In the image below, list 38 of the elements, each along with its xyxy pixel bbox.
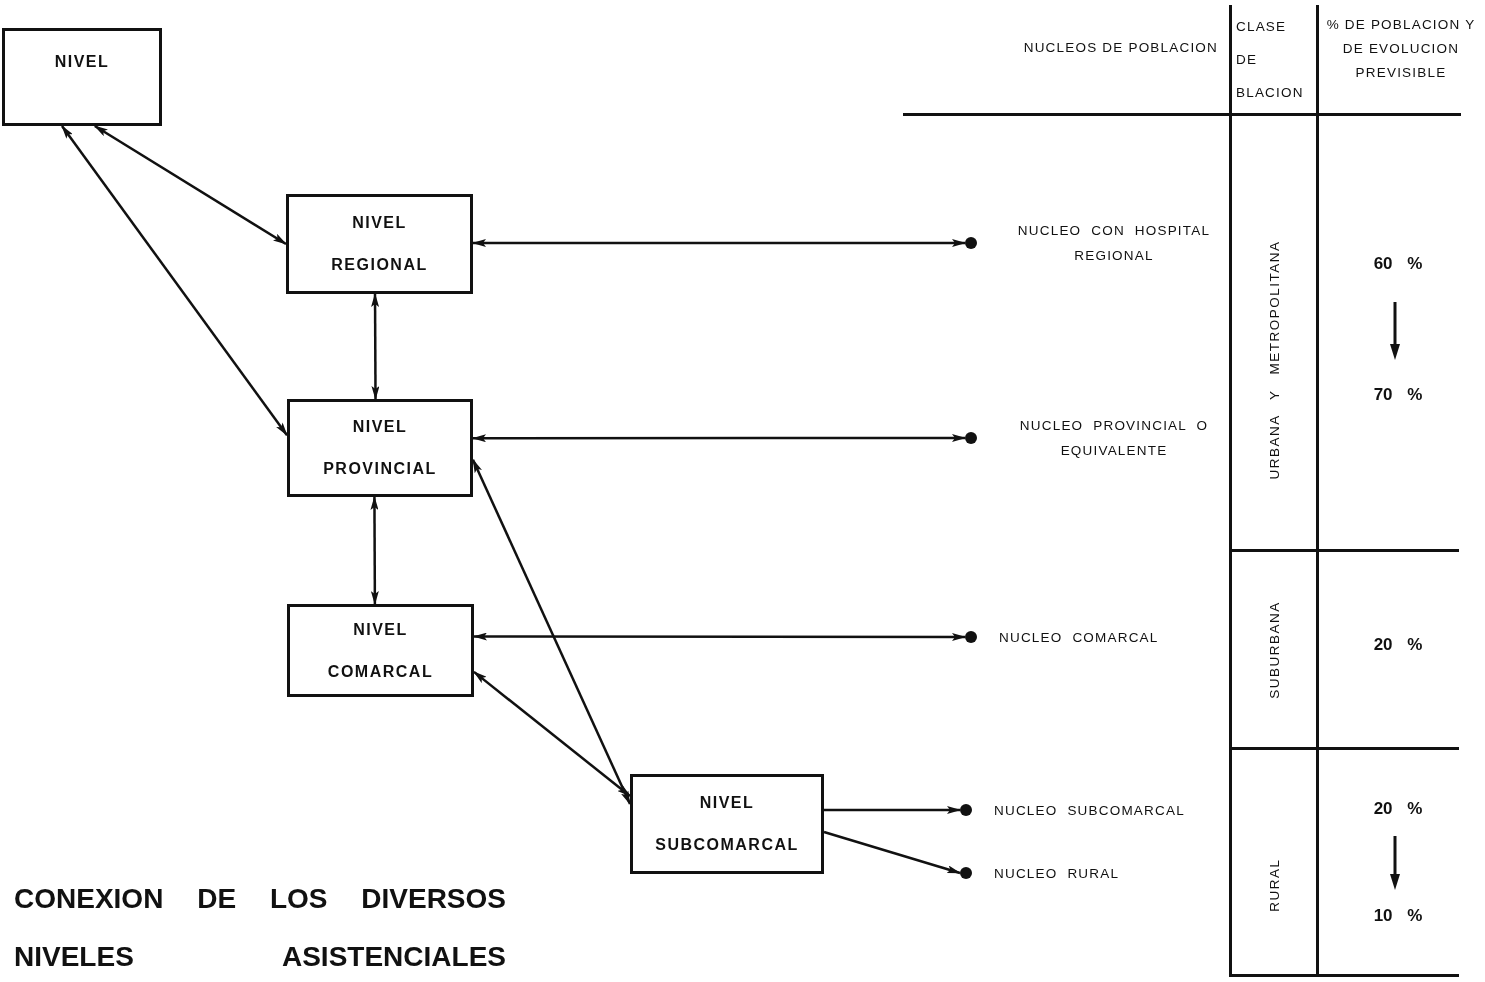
population-class: URBANA Y METROPOLITANA: [1266, 240, 1282, 480]
level-label: NIVEL COMARCAL: [327, 619, 434, 682]
percentage-value: 60 %: [1373, 254, 1423, 274]
percentage-value: 70 %: [1373, 385, 1423, 405]
population-label: NUCLEO PROVINCIAL O EQUIVALENTE: [1018, 417, 1210, 460]
double-arrow: [471, 458, 632, 805]
level-label: NIVEL: [54, 52, 110, 72]
population-label: NUCLEO COMARCAL: [999, 628, 1159, 647]
level-box: [287, 604, 474, 697]
double-arrow: [472, 239, 966, 247]
diagram-title: CONEXION DE LOS DIVERSOS NIVELES ASISTENCIALES: [14, 882, 506, 974]
population-label: NUCLEO RURAL: [994, 864, 1120, 883]
population-label: NUCLEO SUBCOMARCAL: [994, 801, 1185, 820]
percentage-value: 20 %: [1373, 635, 1423, 655]
arrow: [823, 830, 961, 875]
level-label: NIVEL PROVINCIAL: [323, 417, 437, 479]
population-class: RURAL: [1266, 858, 1282, 912]
level-box: [287, 399, 473, 497]
double-arrow: [473, 670, 631, 797]
level-box: [630, 774, 824, 874]
arrow: [824, 806, 961, 814]
double-arrow: [370, 496, 379, 605]
level-box: [286, 194, 473, 294]
population-class: SUBURBANA: [1266, 601, 1282, 699]
double-arrow: [93, 124, 287, 246]
column-header: CLASE DE BLACION: [1236, 18, 1304, 102]
double-arrow: [371, 293, 380, 400]
percentage-value: 10 %: [1373, 906, 1423, 926]
population-label: NUCLEO CON HOSPITAL REGIONAL: [1016, 222, 1212, 265]
column-header: % DE POBLACION Y DE EVOLUCION PREVISIBLE: [1326, 16, 1476, 82]
double-arrow: [472, 434, 966, 443]
percentage-value: 20 %: [1373, 799, 1423, 819]
level-label: NIVEL REGIONAL: [331, 213, 428, 275]
double-arrow: [473, 632, 966, 641]
column-header: NUCLEOS DE POBLACION: [1022, 39, 1218, 57]
level-label: NIVEL SUBCOMARCAL: [655, 793, 799, 855]
level-box: [2, 28, 162, 126]
double-arrow: [61, 125, 288, 437]
